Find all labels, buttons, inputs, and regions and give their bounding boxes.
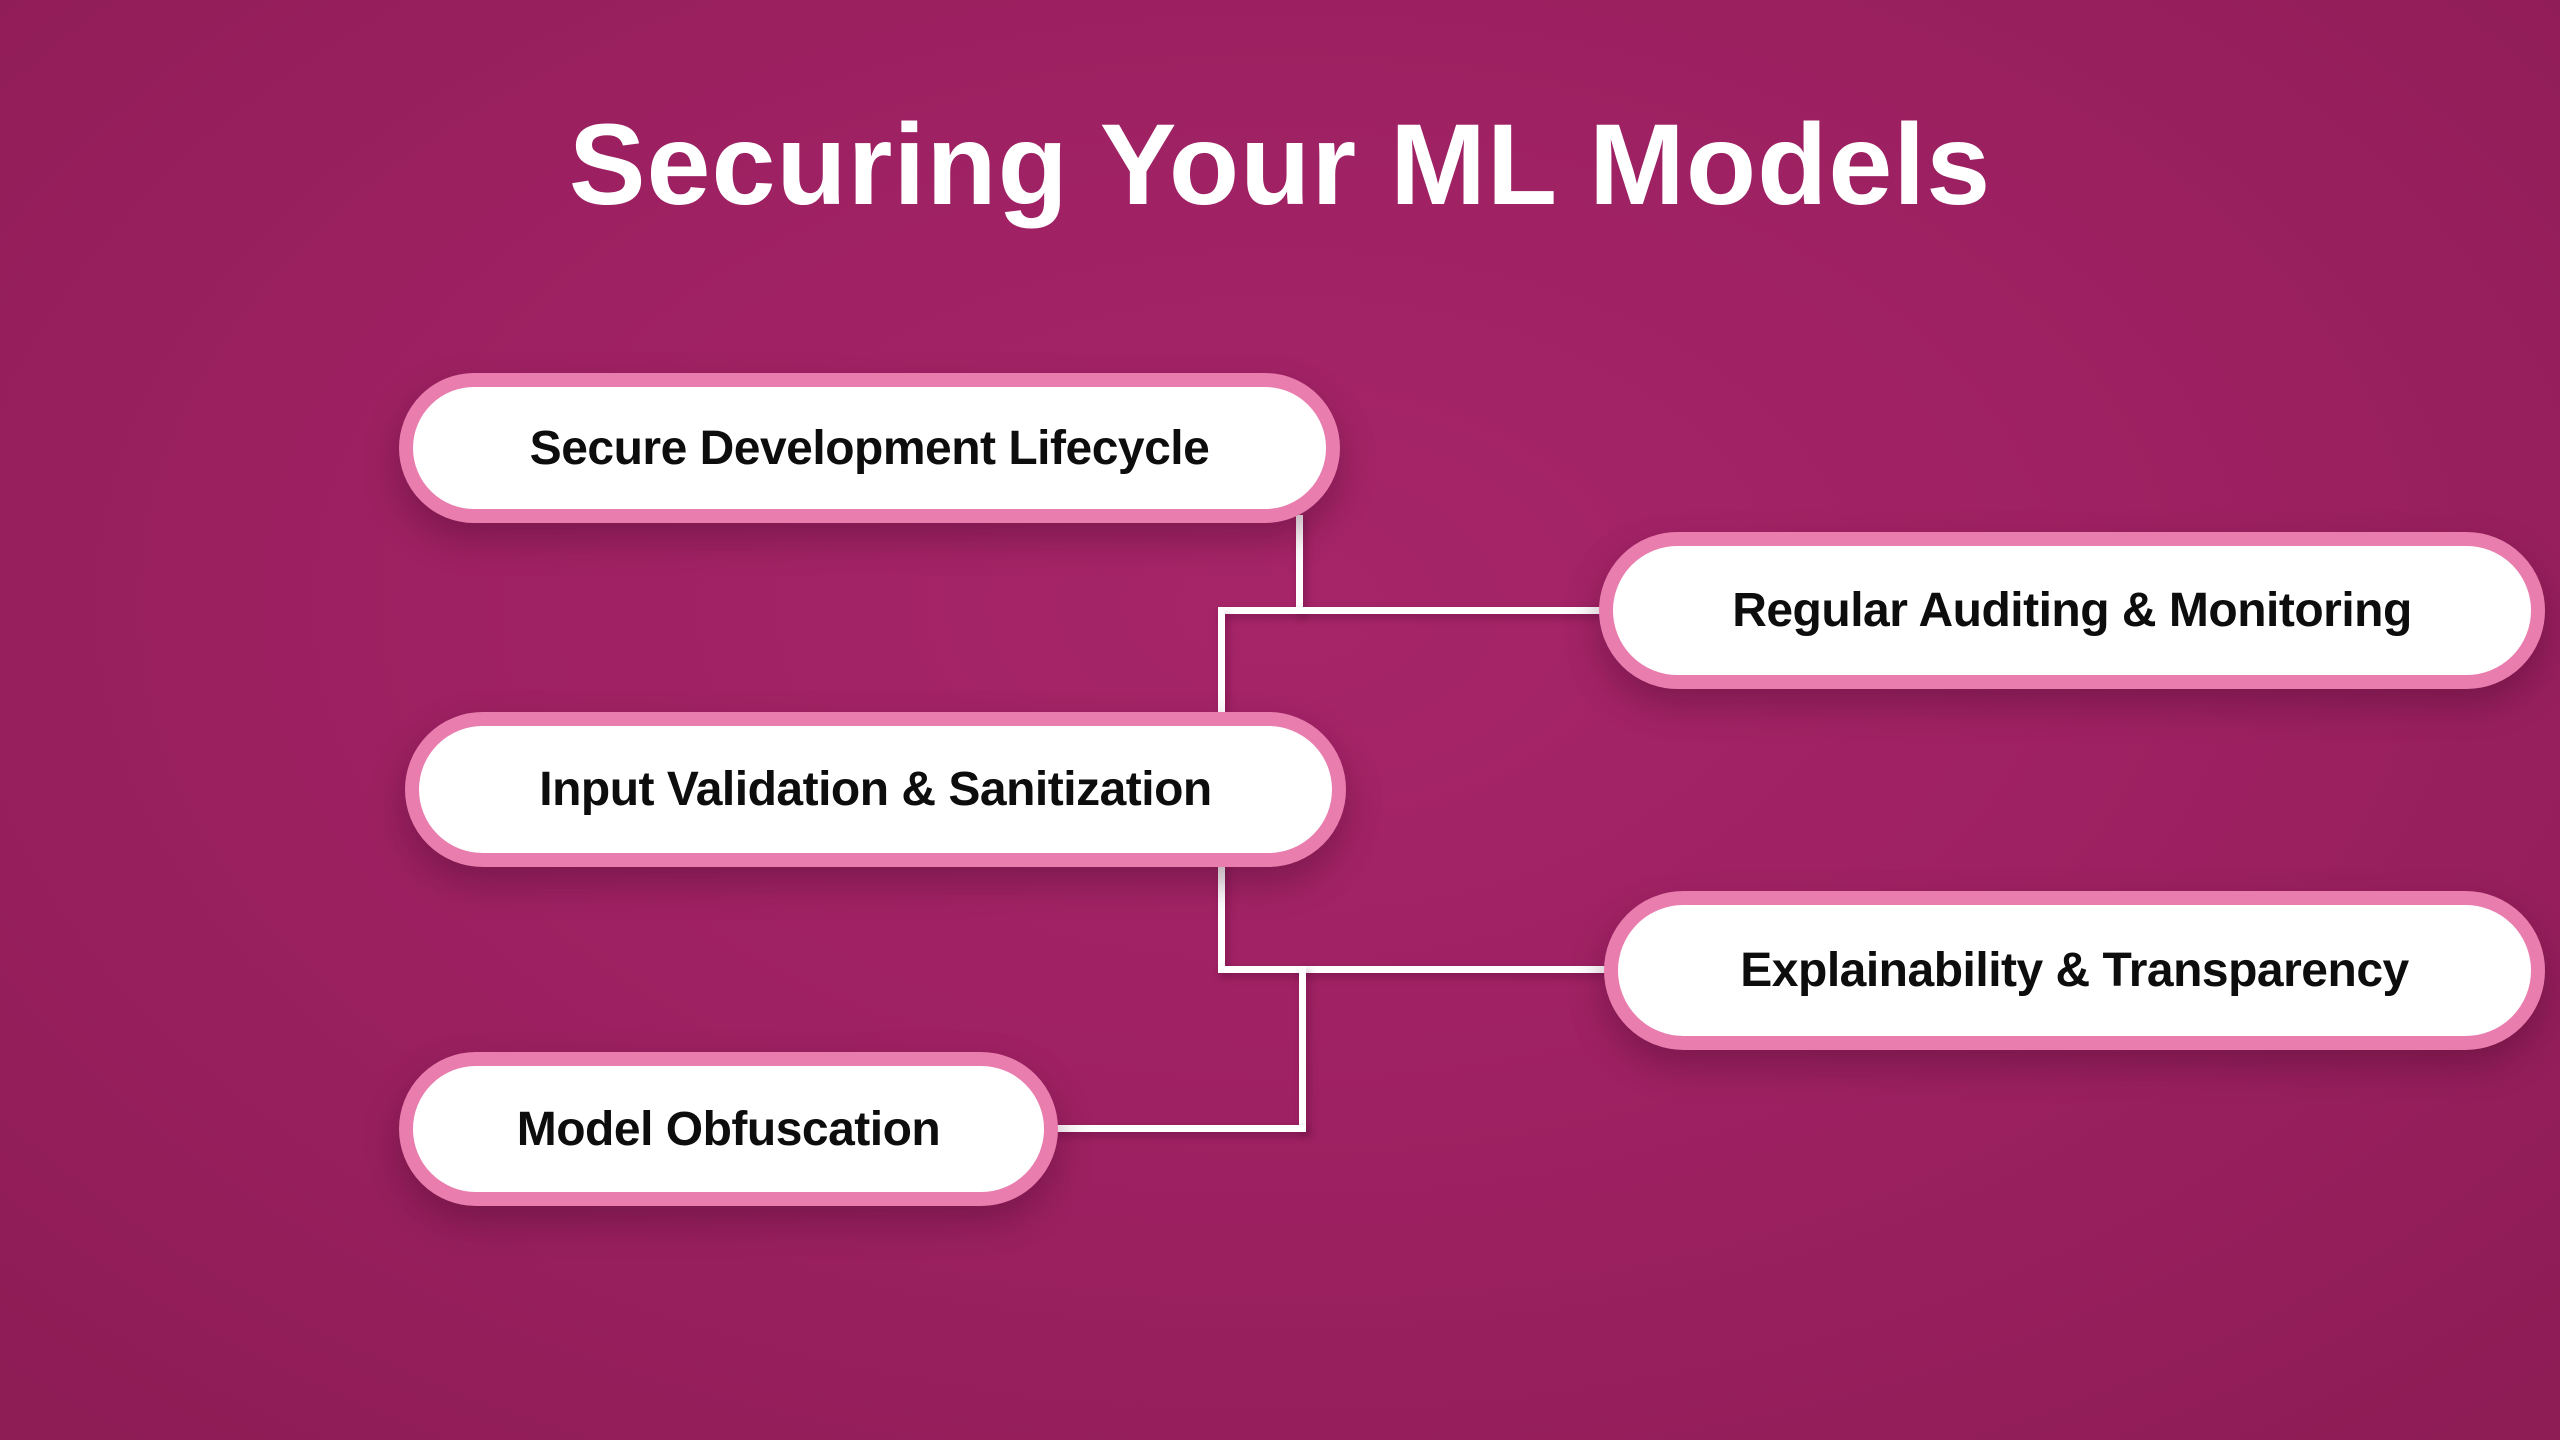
connector-input-validation-down xyxy=(1218,860,1225,970)
node-input-validation-sanitization: Input Validation & Sanitization xyxy=(405,712,1346,867)
node-label: Secure Development Lifecycle xyxy=(529,421,1210,475)
connector-to-explainability xyxy=(1218,966,1610,973)
node-regular-auditing-monitoring: Regular Auditing & Monitoring xyxy=(1599,532,2545,689)
node-label: Regular Auditing & Monitoring xyxy=(1732,584,2412,637)
connector-to-obfuscation xyxy=(1050,1125,1306,1132)
node-label: Explainability & Transparency xyxy=(1740,944,2409,997)
connector-sdl-down xyxy=(1296,515,1303,614)
connector-to-input-validation xyxy=(1218,610,1225,718)
connector-to-auditing xyxy=(1218,607,1606,614)
node-explainability-transparency: Explainability & Transparency xyxy=(1604,891,2545,1050)
node-label: Input Validation & Sanitization xyxy=(539,763,1212,816)
node-secure-development-lifecycle: Secure Development Lifecycle xyxy=(399,373,1340,523)
node-model-obfuscation: Model Obfuscation xyxy=(399,1052,1058,1206)
node-label: Model Obfuscation xyxy=(516,1102,941,1156)
page-title: Securing Your ML Models xyxy=(568,101,1992,229)
connector-obfuscation-down xyxy=(1299,966,1306,1131)
